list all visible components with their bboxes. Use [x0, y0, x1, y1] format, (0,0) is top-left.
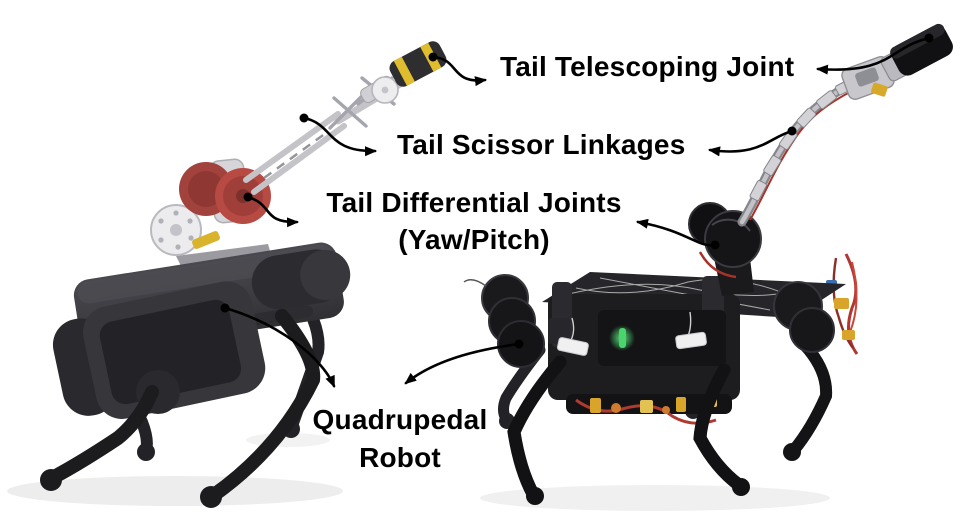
right-robot-rear-leg — [788, 334, 833, 456]
label-tail-differential-joints-line1: Tail Differential Joints — [326, 187, 622, 218]
tail-differential-assembly-left — [150, 158, 271, 256]
right-robot-rear-wires — [832, 253, 859, 355]
label-tail-telescoping-joint: Tail Telescoping Joint — [500, 51, 795, 82]
label-tail-scissor-linkages: Tail Scissor Linkages — [397, 129, 686, 160]
arrow-differential-left — [243, 192, 299, 228]
label-quadrupedal-robot-line1: Quadrupedal — [312, 404, 488, 435]
right-robot-illustration — [463, 23, 953, 511]
right-robot-foot — [526, 487, 544, 505]
tail-differential-assembly-right — [688, 202, 762, 296]
left-robot-shadow — [7, 476, 343, 506]
left-robot-head — [52, 281, 266, 419]
differential-disc-right — [704, 210, 762, 268]
left-robot-illustration — [7, 41, 447, 508]
arrow-scissor-left — [299, 113, 377, 157]
label-tail-differential-joints: Tail Differential Joints (Yaw/Pitch) — [324, 184, 624, 258]
arrow-telescoping-left — [428, 52, 487, 87]
arrow-quadruped-left — [220, 303, 336, 388]
label-quadrupedal-robot-line2: Robot — [359, 442, 441, 473]
left-robot-foot — [40, 469, 62, 491]
tail-tip-right — [880, 23, 953, 82]
tail-arm-left — [243, 41, 447, 195]
label-quadrupedal-robot: Quadrupedal Robot — [300, 401, 500, 477]
annotation-arrows — [220, 33, 934, 388]
left-robot-near-legs — [47, 309, 321, 502]
status-led — [619, 328, 626, 348]
label-tail-differential-joints-line2: (Yaw/Pitch) — [398, 224, 550, 255]
arrow-differential-right — [636, 218, 720, 250]
right-robot-tags — [556, 311, 707, 356]
connector-yellow — [842, 330, 855, 340]
left-robot-foot — [137, 443, 155, 461]
right-robot-rear-hip — [773, 281, 835, 353]
connector-yellow — [871, 82, 888, 97]
right-robot-foot — [783, 443, 801, 461]
arrow-quadruped-right — [404, 339, 524, 385]
carbon-panel — [548, 318, 570, 344]
tail-tip-left — [360, 41, 447, 104]
left-robot-foot — [200, 486, 222, 508]
right-robot-front-hip — [463, 274, 545, 368]
connector-yellow — [834, 298, 849, 309]
right-robot-foot — [732, 478, 750, 496]
left-robot-rear-hip — [251, 249, 351, 310]
arrow-telescoping-right — [816, 33, 934, 75]
arrow-scissor-right — [708, 126, 797, 157]
right-robot-body — [548, 276, 740, 400]
tail-wire-red — [749, 84, 865, 221]
tail-yellow-accent — [192, 231, 220, 249]
right-robot-near-legs — [507, 355, 746, 501]
